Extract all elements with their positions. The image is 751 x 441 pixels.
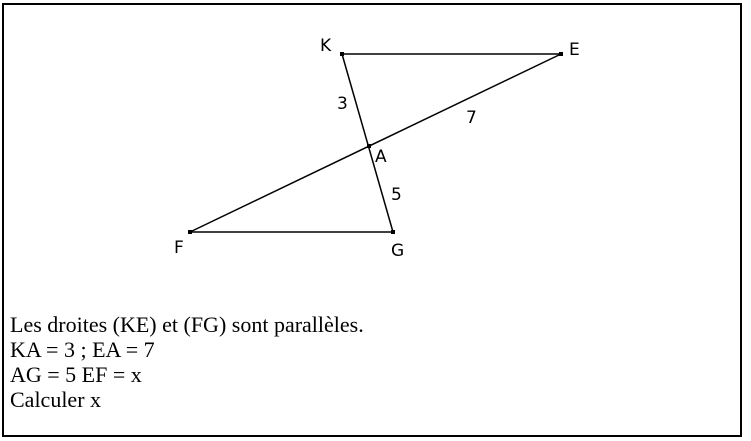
point-F-marker [188, 230, 192, 234]
segment-EF [189, 53, 562, 233]
point-K-marker [340, 52, 344, 56]
length-KA: 3 [337, 94, 348, 114]
label-E: E [569, 40, 580, 60]
label-F: F [174, 238, 184, 258]
label-G: G [391, 241, 404, 261]
exercise-frame [2, 3, 742, 437]
point-A-marker [367, 144, 371, 148]
label-A: A [375, 147, 387, 167]
statement-line-1: Les droites (KE) et (FG) sont parallèles… [10, 312, 364, 337]
point-G-marker [391, 230, 395, 234]
label-K: K [320, 36, 332, 56]
statement-line-4: Calculer x [10, 387, 102, 412]
statement-line-3: AG = 5 EF = x [10, 362, 142, 387]
length-EA: 7 [466, 108, 477, 128]
statement-line-2: KA = 3 ; EA = 7 [10, 337, 155, 362]
problem-statement: Les droites (KE) et (FG) sont parallèles… [10, 312, 364, 412]
point-E-marker [559, 52, 563, 56]
length-AG: 5 [391, 185, 402, 205]
segment-KG [341, 53, 394, 233]
